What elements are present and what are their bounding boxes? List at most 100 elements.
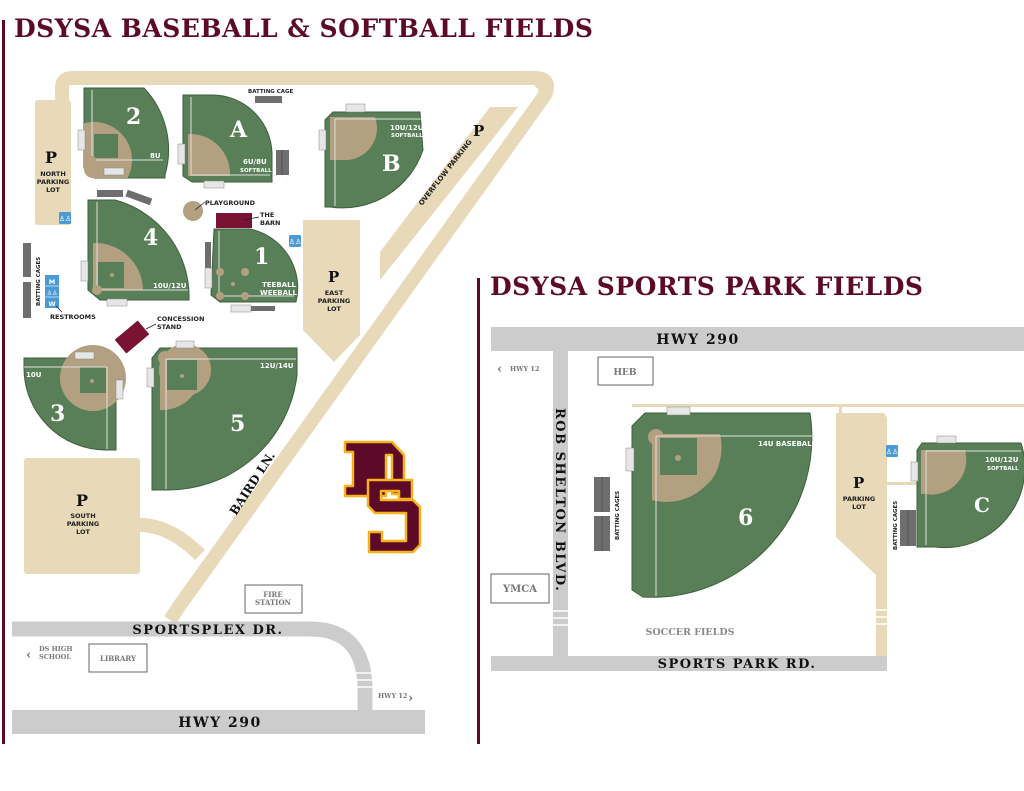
north-parking-line2: PARKING	[37, 178, 69, 186]
field-b-sub: SOFTBALL	[391, 133, 423, 139]
access-road-right	[632, 404, 1024, 407]
field-6[interactable]: 6 14U BASEBALL	[625, 406, 817, 598]
batting-cage-a	[255, 96, 282, 103]
access-roads	[55, 71, 554, 624]
sports-park-rd-road	[491, 656, 887, 671]
barn-label-1: THE	[260, 211, 274, 219]
field-4-division: 10U/12U	[153, 282, 187, 290]
concession-label-1: CONCESSION	[157, 315, 204, 323]
sportsplex-dr-label: SPORTSPLEX DR.	[132, 623, 283, 638]
east-parking-line2: PARKING	[318, 297, 350, 305]
left-arrow-icon[interactable]: ‹	[26, 648, 31, 663]
page-title-baseball-softball: DSYSA BASEBALL & SOFTBALL FIELDS	[14, 14, 594, 43]
hwy12-label-right: HWY 12	[510, 365, 539, 373]
restrooms-label: RESTROOMS	[50, 313, 96, 321]
field-5-division: 12U/14U	[260, 362, 294, 370]
field-3-division: 10U	[26, 371, 42, 379]
svg-text:♙♙: ♙♙	[289, 238, 302, 246]
north-parking-line3: LOT	[46, 186, 60, 194]
field-a-letter: A	[229, 117, 248, 143]
fire-station[interactable]: FIRE STATION	[244, 584, 303, 614]
field-c-division: 10U/12U	[985, 456, 1019, 464]
field-3-number: 3	[50, 401, 65, 427]
parking-lot-right[interactable]	[836, 413, 887, 580]
field-a-division: 6U/8U	[243, 158, 267, 166]
restroom-north[interactable]: ♙♙	[59, 212, 72, 224]
south-parking-line2: PARKING	[67, 520, 99, 528]
field-2-division: 8U	[150, 152, 161, 160]
field-4-number: 4	[143, 225, 158, 251]
concession-label-2: STAND	[157, 323, 182, 331]
batting-cages-6-label: BATTING CAGES	[615, 491, 621, 540]
batting-cages-c-label: BATTING CAGES	[893, 501, 899, 550]
restroom-east[interactable]: ♙♙	[289, 235, 302, 247]
restroom-field-c[interactable]: ♙♙	[886, 445, 899, 457]
field-a-sub: SOFTBALL	[240, 168, 272, 174]
ds-high-line2: SCHOOL	[39, 653, 71, 661]
south-parking-line3: LOT	[76, 528, 90, 536]
playground[interactable]	[183, 201, 203, 221]
east-parking-p: P	[328, 268, 339, 286]
right-arrow-icon[interactable]: ›	[408, 691, 413, 706]
batting-cage-west-2	[23, 282, 31, 318]
field-b[interactable]: B 10U/12U SOFTBALL	[318, 103, 424, 209]
ds-high-line1: DS HIGH	[39, 645, 72, 653]
north-parking-line1: NORTH	[40, 170, 66, 178]
field-c[interactable]: C 10U/12U SOFTBALL	[910, 435, 1024, 549]
barn-label-2: BARN	[260, 219, 280, 227]
field-c-letter: C	[974, 493, 990, 517]
the-barn[interactable]	[216, 213, 252, 228]
ymca-label: YMCA	[502, 584, 537, 595]
fire-station-line1: FIRE	[263, 590, 282, 599]
south-parking-line1: SOUTH	[70, 512, 95, 520]
field-5[interactable]: 5 12U/14U	[146, 340, 298, 491]
ymca[interactable]: YMCA	[490, 573, 550, 604]
field-a[interactable]: A 6U/8U SOFTBALL	[177, 94, 289, 189]
parking-right-line1: PARKING	[843, 495, 875, 503]
north-parking-lot[interactable]	[35, 100, 71, 225]
field-b-division: 10U/12U	[390, 124, 424, 132]
north-parking-p: P	[45, 148, 57, 167]
field-6-number: 6	[738, 505, 753, 531]
library[interactable]: LIBRARY	[88, 643, 148, 673]
field-1-sub: WEEBALL	[260, 289, 297, 297]
parking-right-p: P	[853, 474, 864, 492]
hwy-290-label-right: HWY 290	[656, 332, 740, 348]
field-1-number: 1	[254, 244, 269, 270]
concession-stand[interactable]	[114, 320, 150, 354]
hwy-290-road-left	[12, 710, 425, 734]
overflow-parking-lot[interactable]	[380, 107, 518, 280]
field-1[interactable]: 1 TEEBALL WEEBALL	[204, 228, 299, 313]
right-section-divider	[477, 278, 480, 744]
heb[interactable]: HEB	[597, 356, 654, 386]
east-parking-lot[interactable]	[303, 220, 360, 362]
sports-park-rd-label: SPORTS PARK RD.	[658, 657, 817, 672]
restroom-m: M	[49, 278, 55, 286]
overflow-parking-p: P	[473, 122, 484, 140]
hwy12-label-left: HWY 12	[378, 692, 407, 700]
heb-label: HEB	[614, 368, 637, 378]
parking-right-line2: LOT	[852, 503, 866, 511]
hwy-290-label-left: HWY 290	[178, 715, 262, 731]
field-2-number: 2	[126, 104, 141, 130]
east-parking-line3: LOT	[327, 305, 341, 313]
fire-station-line2: STATION	[255, 598, 292, 607]
hwy-290-road-right	[491, 327, 1024, 351]
svg-text:♙♙: ♙♙	[59, 215, 72, 223]
field-3[interactable]: 3 10U	[23, 345, 126, 451]
left-arrow-icon-right-map[interactable]: ‹	[497, 362, 502, 377]
field-2[interactable]: 2 8U	[56, 87, 170, 198]
field-4[interactable]: 4 10U/12U	[80, 199, 190, 307]
batting-cage-4a	[97, 190, 123, 197]
field-c-sub: SOFTBALL	[987, 466, 1019, 472]
south-parking-lot[interactable]	[24, 458, 140, 574]
sportsplex-dr	[12, 621, 377, 710]
rob-shelton-blvd-label: ROB SHELTON BLVD.	[552, 408, 567, 592]
south-parking-p: P	[76, 491, 88, 510]
east-parking-line1: EAST	[325, 289, 344, 297]
restroom-w: W	[48, 300, 55, 308]
page-title-sports-park: DSYSA SPORTS PARK FIELDS	[490, 272, 924, 301]
field-6-division: 14U BASEBALL	[758, 440, 817, 448]
restroom-building[interactable]: M ♙♙ W	[45, 275, 59, 308]
